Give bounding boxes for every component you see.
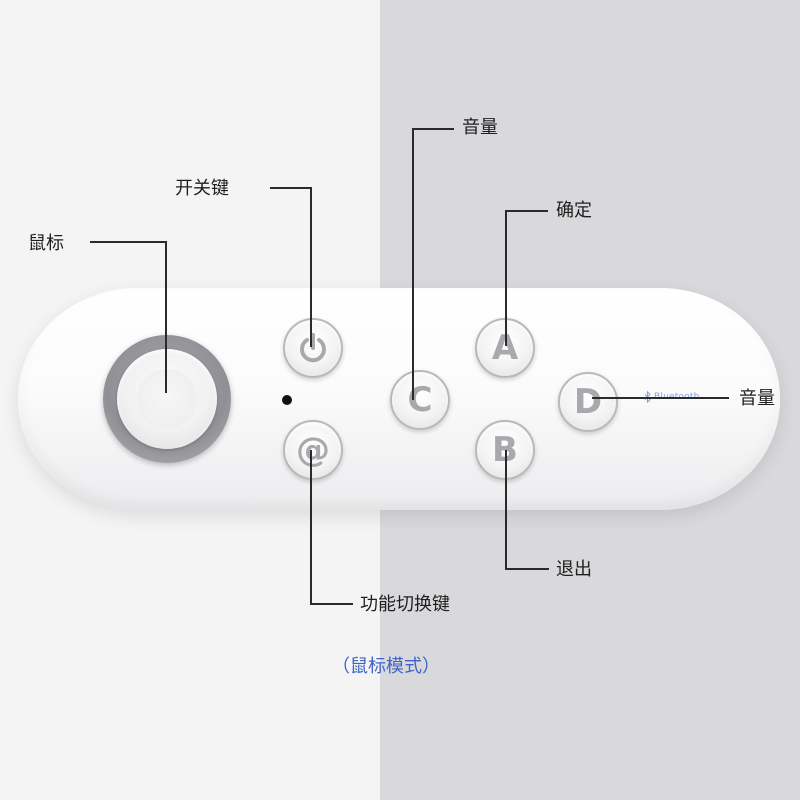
d-button[interactable]: D — [558, 372, 618, 432]
label-function-switch: 功能切换键 — [360, 594, 450, 615]
a-label: A — [491, 328, 519, 368]
label-mouse: 鼠标 — [28, 233, 64, 254]
c-button[interactable]: C — [390, 370, 450, 430]
callout-line-power-v — [310, 187, 312, 347]
c-label: C — [407, 380, 433, 420]
d-label: D — [573, 382, 603, 422]
callout-line-volume-right-h — [592, 397, 729, 399]
callout-line-power-h — [270, 187, 312, 189]
indicator-led — [282, 395, 292, 405]
function-switch-button[interactable]: @ — [283, 420, 343, 480]
label-power-key: 开关键 — [175, 178, 229, 199]
callout-line-confirm-h — [505, 210, 548, 212]
callout-line-function-v — [310, 450, 312, 605]
label-volume-top: 音量 — [462, 117, 498, 138]
callout-line-volume-top-h — [412, 128, 454, 130]
power-button[interactable] — [283, 318, 343, 378]
at-symbol: @ — [296, 430, 330, 470]
callout-line-exit-h — [505, 568, 549, 570]
b-label: B — [492, 430, 518, 470]
callout-line-exit-v — [505, 450, 507, 570]
callout-line-mouse-h — [90, 241, 167, 243]
callout-line-volume-top-v — [412, 128, 414, 400]
callout-line-mouse-v — [165, 241, 167, 393]
label-exit: 退出 — [556, 559, 592, 580]
power-icon — [300, 333, 326, 363]
callout-line-function-h — [310, 603, 353, 605]
mode-caption: （鼠标模式） — [332, 656, 440, 677]
label-confirm: 确定 — [556, 200, 592, 221]
callout-line-confirm-v — [505, 210, 507, 346]
label-volume-right: 音量 — [739, 388, 775, 409]
joystick-center[interactable] — [137, 369, 197, 429]
